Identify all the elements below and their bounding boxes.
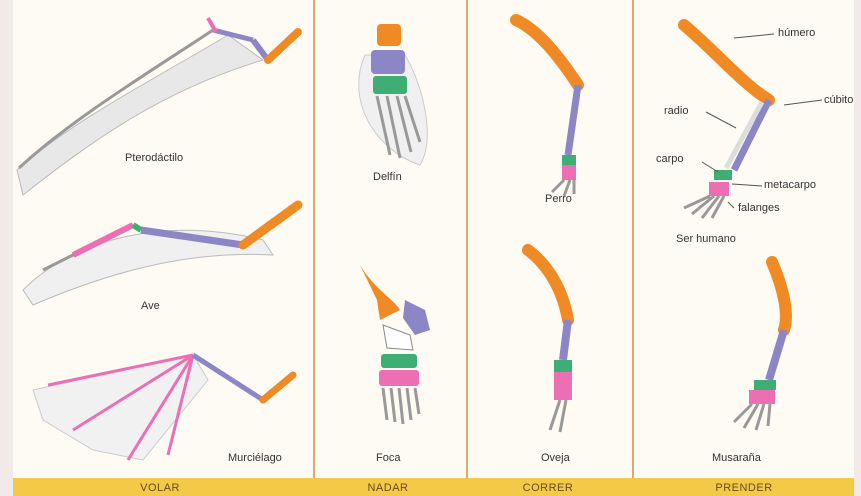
sheep-metacarpals	[554, 372, 572, 400]
sheep-humerus	[528, 250, 568, 320]
prender-illustrations	[634, 0, 856, 478]
sheep-phalanges	[550, 400, 566, 432]
annotation-falanges: falanges	[738, 202, 780, 214]
shrew-humerus	[772, 262, 786, 330]
dog-humerus	[516, 20, 578, 85]
bird-carpals	[133, 225, 141, 230]
dog-metacarpals	[562, 165, 576, 180]
annotation-radio: radio	[664, 105, 688, 117]
leader-humero	[734, 34, 774, 38]
dog-radius-ulna	[568, 85, 578, 155]
label-musarana: Musaraña	[712, 452, 761, 464]
label-ave: Ave	[141, 300, 160, 312]
correr-illustrations	[468, 0, 634, 478]
leader-falanges	[728, 202, 734, 208]
leader-cubito	[784, 100, 822, 105]
seal-metacarpals	[379, 370, 419, 386]
nadar-illustrations	[315, 0, 468, 478]
shrew-radius-ulna	[769, 330, 784, 380]
annotation-carpo: carpo	[656, 153, 684, 165]
leader-carpo	[702, 162, 718, 172]
dolphin-humerus	[377, 24, 401, 46]
volar-illustrations	[13, 0, 313, 478]
dog-carpals	[562, 155, 576, 165]
seal-phalanges	[383, 388, 419, 424]
annotation-metacarpo: metacarpo	[764, 179, 816, 191]
footer-nadar: NADAR	[367, 482, 408, 494]
seal-radius	[383, 325, 413, 350]
footer-volar: VOLAR	[140, 482, 180, 494]
panel-correr: Perro Oveja	[466, 0, 632, 478]
seal-carpals	[381, 354, 417, 368]
label-delfin: Delfín	[373, 171, 402, 183]
seal-humerus	[360, 265, 400, 320]
label-murcielago: Murciélago	[228, 452, 282, 464]
pterodactyl-membrane	[17, 35, 263, 195]
bat-humerus	[263, 375, 293, 400]
dolphin-radius-ulna	[371, 50, 405, 74]
label-ser-humano: Ser humano	[676, 233, 736, 245]
leader-radio	[706, 112, 736, 128]
label-oveja: Oveja	[541, 452, 570, 464]
human-phalanges	[684, 196, 724, 218]
annotation-cubito: cúbito	[824, 94, 853, 106]
annotation-humero: húmero	[778, 27, 815, 39]
sheep-radius-ulna	[563, 320, 568, 360]
human-ulna	[734, 100, 769, 170]
label-perro: Perro	[545, 193, 572, 205]
bird-humerus	[243, 205, 298, 245]
panel-volar: Pterodáctilo Ave Murciélago	[13, 0, 313, 478]
left-margin	[0, 0, 13, 496]
seal-ulna	[403, 300, 430, 335]
human-metacarpals	[709, 182, 729, 196]
panel-nadar: Delfín Foca	[313, 0, 466, 478]
pterodactyl-humerus	[268, 32, 298, 60]
label-foca: Foca	[376, 452, 400, 464]
footer-prender: PRENDER	[715, 482, 772, 494]
shrew-metacarpals	[749, 390, 775, 404]
shrew-carpals	[754, 380, 776, 390]
human-radius	[726, 102, 762, 168]
panel-prender: húmero radio cúbito carpo metacarpo fala…	[632, 0, 854, 478]
leader-metacarpo	[732, 184, 762, 186]
dolphin-carpals	[373, 76, 407, 94]
label-pterodactilo: Pterodáctilo	[125, 152, 183, 164]
sheep-carpals	[554, 360, 572, 372]
footer-correr: CORRER	[523, 482, 574, 494]
shrew-phalanges	[734, 404, 770, 430]
